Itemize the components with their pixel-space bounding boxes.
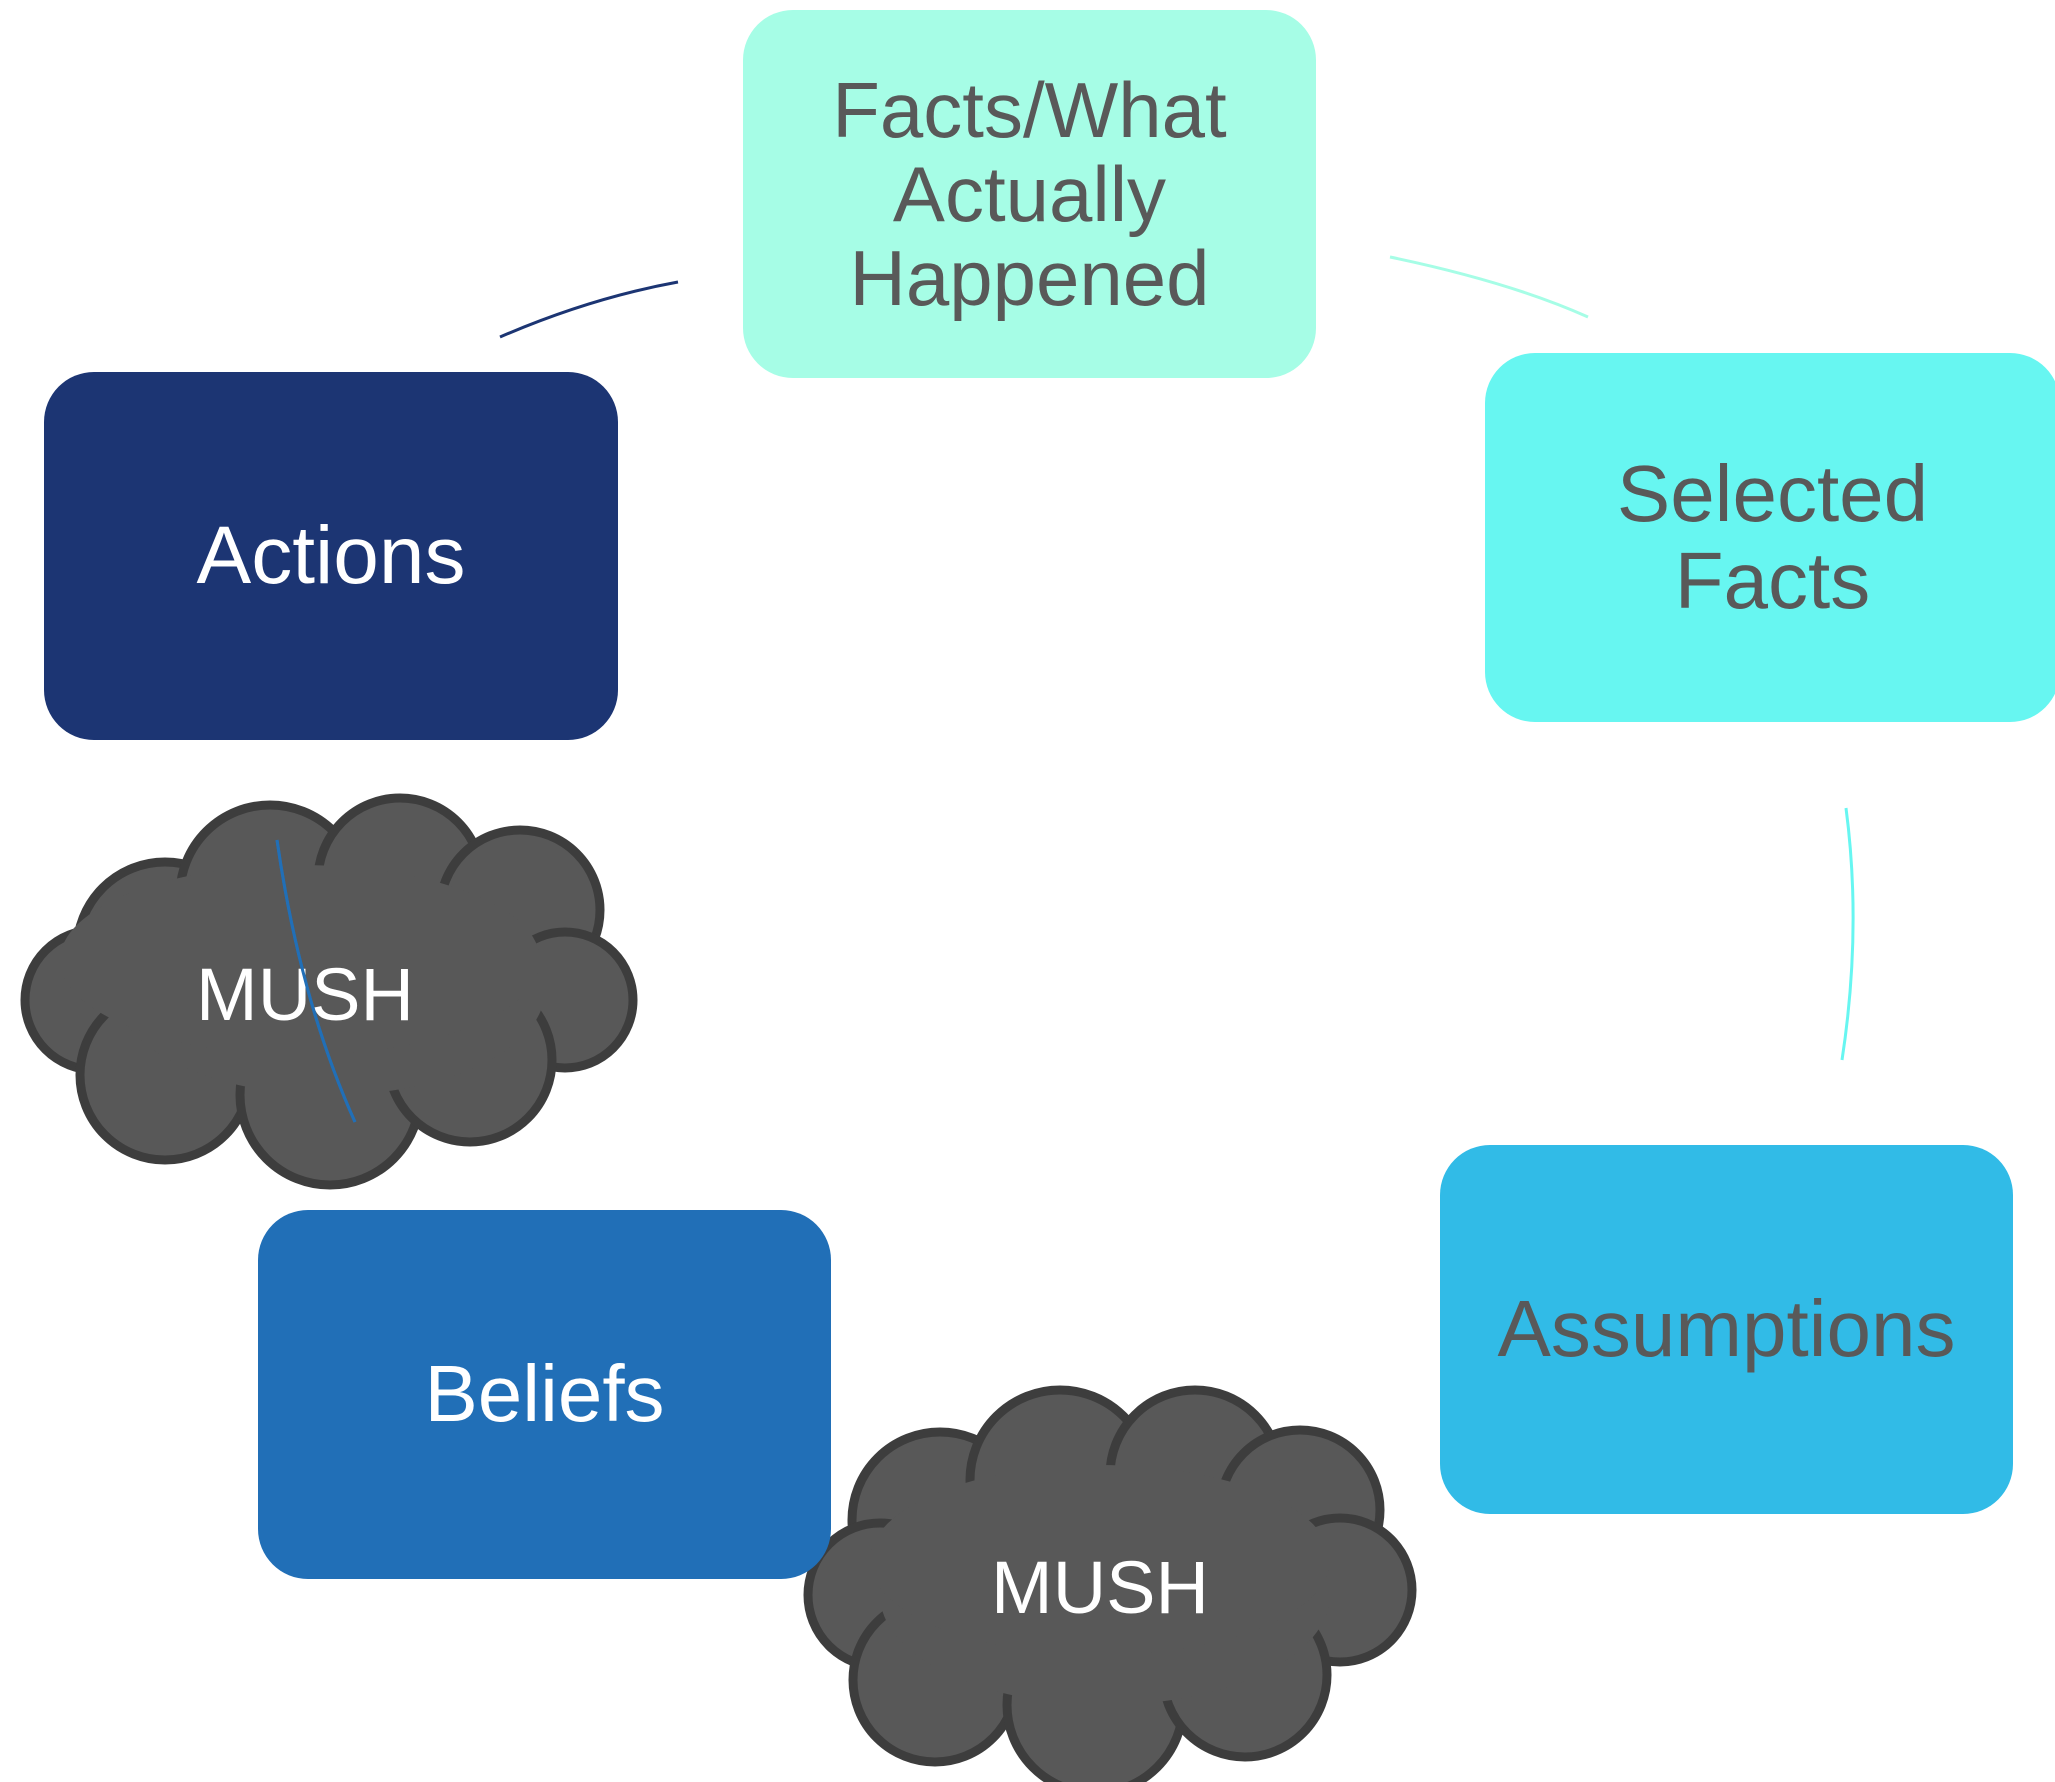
cloud-upper [20,793,638,1190]
node-beliefs: Beliefs [258,1210,831,1579]
connector-selected-to-assumptions [1840,807,1855,1061]
node-selected-facts-label: Selected Facts [1616,449,1929,625]
node-selected-facts: Selected Facts [1485,353,2055,722]
connector-actions-to-facts [499,280,679,339]
node-assumptions: Assumptions [1440,1145,2013,1514]
node-facts: Facts/What Actually Happened [743,10,1316,378]
cloud-lower-label: MUSH [991,1546,1209,1629]
connector-facts-to-selected [1389,255,1589,319]
node-assumptions-label: Assumptions [1497,1284,1956,1374]
cloud-upper-label: MUSH [196,953,414,1036]
node-beliefs-label: Beliefs [424,1349,665,1439]
node-actions: Actions [44,372,618,740]
node-facts-label: Facts/What Actually Happened [832,65,1227,323]
cloud-lower [803,1385,1417,1782]
node-actions-label: Actions [196,509,466,601]
